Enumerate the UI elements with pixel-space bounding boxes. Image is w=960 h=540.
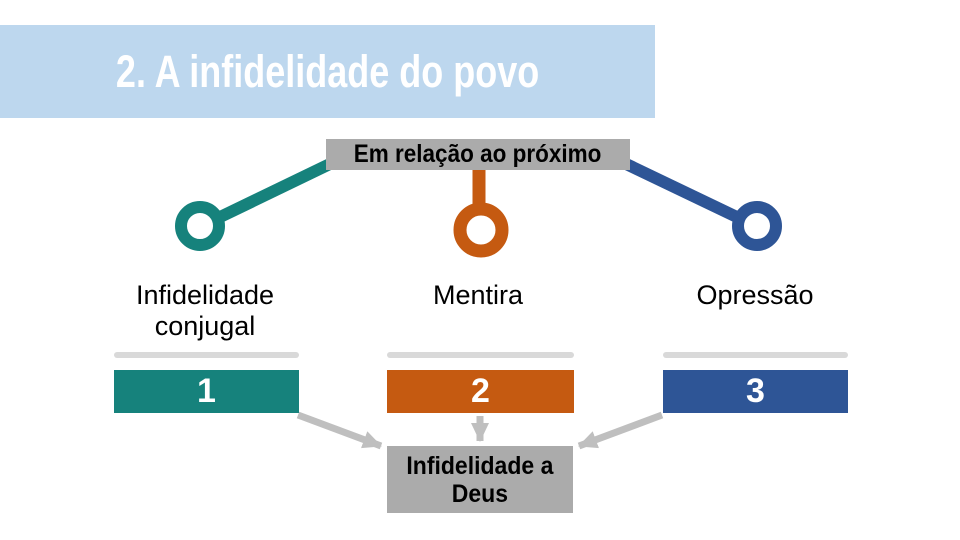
result-box-label: Infidelidade a Deus: [406, 451, 554, 508]
bar-2: 2: [387, 370, 574, 413]
bar-2-number: 2: [471, 372, 490, 410]
bar-shadow-1: [114, 352, 299, 358]
bar-1: 1: [114, 370, 299, 413]
bar-3: 3: [663, 370, 848, 413]
center-box: Em relação ao próximo: [326, 139, 630, 170]
connector-line-1: [213, 156, 337, 225]
bar-shadow-3: [663, 352, 848, 358]
result-box: Infidelidade a Deus: [387, 446, 573, 513]
slide-title: 2. A infidelidade do povo: [115, 45, 540, 97]
arrow-1-icon: [296, 411, 383, 450]
connector-ring-2-icon: [453, 202, 509, 258]
connector-line-3: [619, 156, 744, 225]
connector-ring-3-icon: [732, 201, 782, 251]
bar-1-number: 1: [197, 372, 216, 410]
bar-3-number: 3: [746, 372, 765, 410]
branch-label-1: Infidelidade conjugal: [135, 280, 275, 341]
arrow-3-icon: [577, 411, 664, 450]
branch-label-3: Opressão: [696, 280, 814, 310]
branch-label-2: Mentira: [432, 280, 524, 310]
center-box-label: Em relação ao próximo: [354, 140, 602, 168]
connector-ring-1-icon: [175, 201, 225, 251]
bar-shadow-2: [387, 352, 574, 358]
title-banner: 2. A infidelidade do povo: [0, 25, 655, 118]
